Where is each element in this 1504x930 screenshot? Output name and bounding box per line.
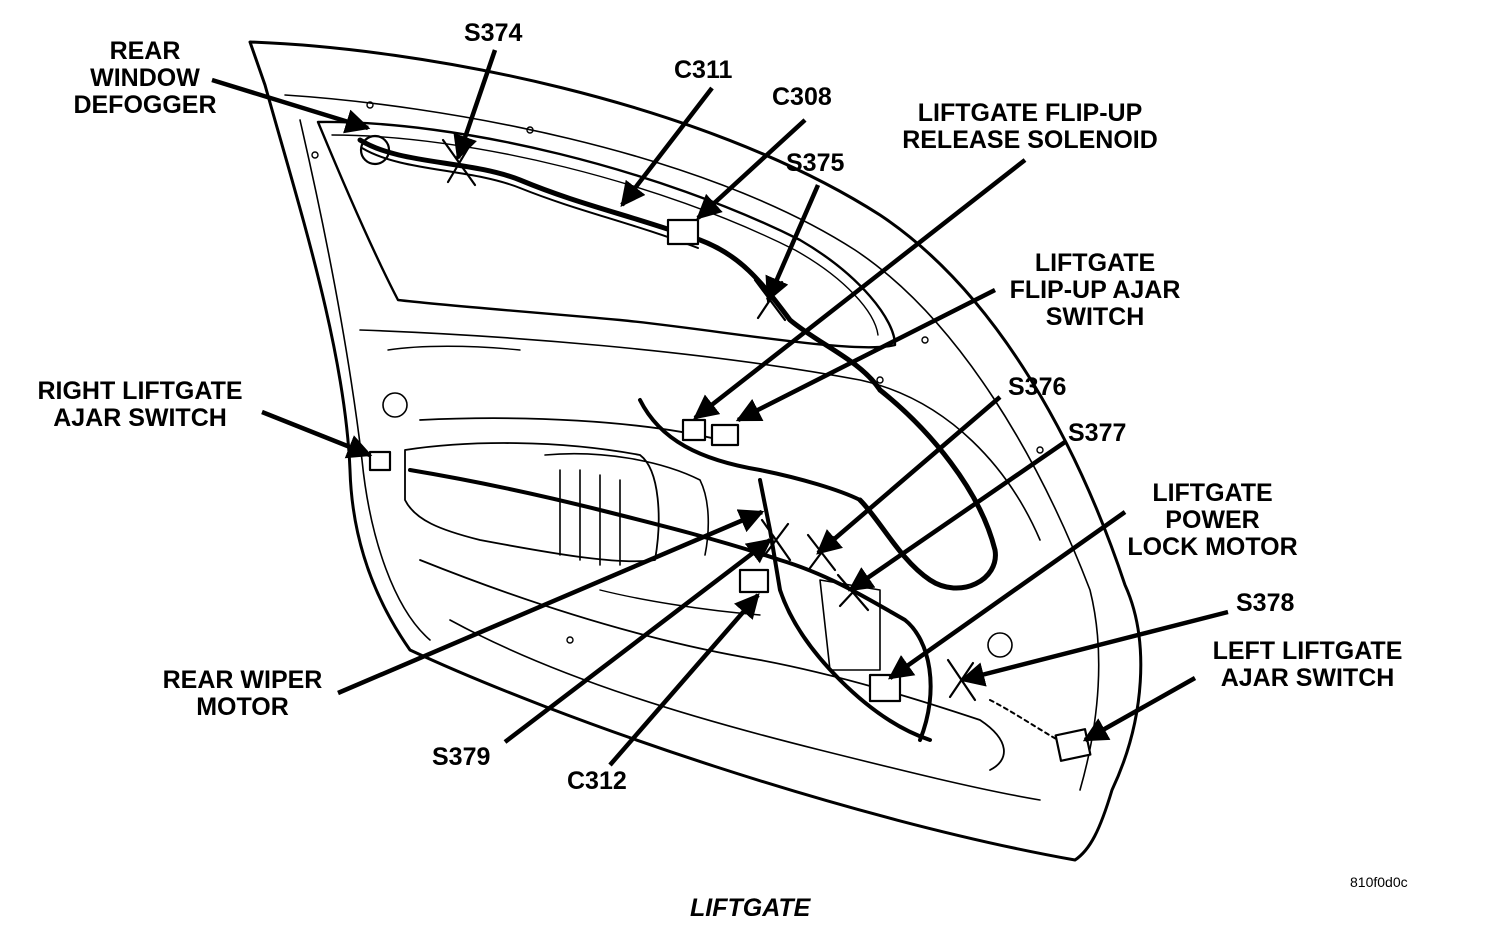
label-c311: C311 xyxy=(674,56,733,84)
leader-liftgate-power-lock-motor xyxy=(887,510,1127,680)
leader-c311 xyxy=(620,86,714,207)
label-flipup-release-solenoid: LIFTGATE FLIP-UP RELEASE SOLENOID xyxy=(902,99,1158,154)
leader-s377 xyxy=(847,440,1067,592)
leader-rear-window-defogger xyxy=(211,77,371,134)
leader-flipup-ajar-switch xyxy=(735,287,997,423)
figure-caption: LIFTGATE xyxy=(690,894,811,922)
leader-s375 xyxy=(765,184,821,303)
label-s378: S378 xyxy=(1236,589,1295,617)
label-s379: S379 xyxy=(432,743,491,771)
leader-left-liftgate-ajar-switch xyxy=(1082,676,1197,742)
label-c312: C312 xyxy=(567,767,627,795)
leader-flipup-release-solenoid xyxy=(693,158,1027,420)
leader-c312 xyxy=(608,593,760,767)
leader-arrows xyxy=(211,49,1229,767)
liftgate-panel xyxy=(248,40,1143,862)
label-s374: S374 xyxy=(464,19,523,47)
leader-s374 xyxy=(453,49,498,161)
label-rear-window-defogger: REAR WINDOW DEFOGGER xyxy=(73,37,217,119)
leader-s378 xyxy=(959,609,1229,687)
label-liftgate-power-lock-motor: LIFTGATE POWER LOCK MOTOR xyxy=(1127,479,1298,561)
label-c308: C308 xyxy=(772,83,832,111)
label-flipup-ajar-switch: LIFTGATE FLIP-UP AJAR SWITCH xyxy=(1009,249,1181,331)
label-s377: S377 xyxy=(1068,419,1127,447)
leader-s376 xyxy=(816,395,1002,555)
leader-s379 xyxy=(503,538,772,744)
label-s376: S376 xyxy=(1008,373,1067,401)
leader-right-liftgate-ajar-switch xyxy=(261,409,373,459)
label-s375: S375 xyxy=(786,149,845,177)
figure-id: 810f0d0c xyxy=(1350,874,1408,890)
leader-rear-wiper-motor xyxy=(337,509,765,696)
leader-c308 xyxy=(696,118,807,220)
label-rear-wiper-motor: REAR WIPER MOTOR xyxy=(162,666,323,721)
label-left-liftgate-ajar-switch: LEFT LIFTGATE AJAR SWITCH xyxy=(1212,637,1403,692)
label-right-liftgate-ajar-switch: RIGHT LIFTGATE AJAR SWITCH xyxy=(37,377,243,432)
